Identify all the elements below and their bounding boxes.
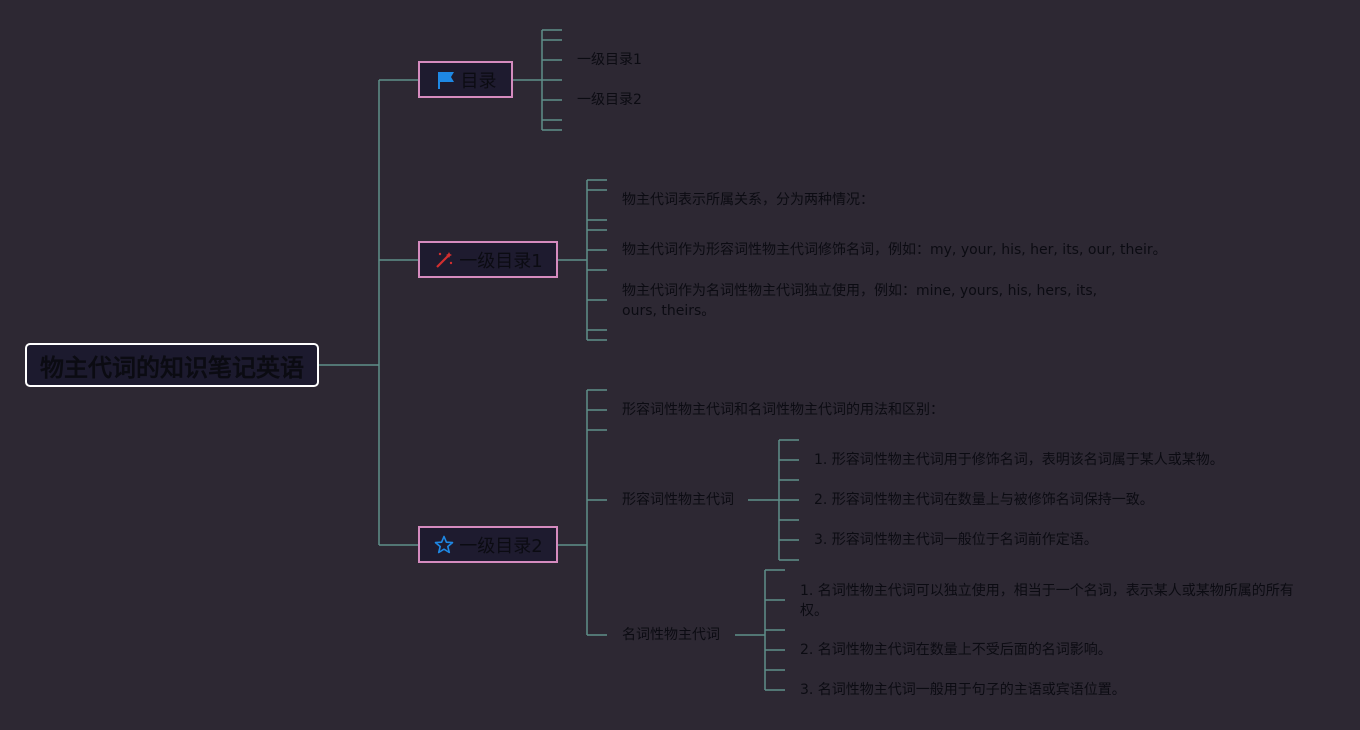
root-label: 物主代词的知识笔记英语 (40, 353, 304, 382)
adjective-item-2[interactable]: 2. 形容词性物主代词在数量上与被修饰名词保持一致。 (814, 492, 1154, 508)
level1-item-2[interactable]: 物主代词作为形容词性物主代词修饰名词，例如：my, your, his, her… (622, 242, 1167, 258)
toc-item-2[interactable]: 一级目录2 (577, 92, 642, 108)
noun-item-3[interactable]: 3. 名词性物主代词一般用于句子的主语或宾语位置。 (800, 682, 1126, 698)
magic-wand-icon (433, 249, 455, 271)
level1-item-3[interactable]: 物主代词作为名词性物主代词独立使用，例如：mine, yours, his, h… (622, 283, 1098, 319)
noun-item-2[interactable]: 2. 名词性物主代词在数量上不受后面的名词影响。 (800, 642, 1112, 658)
branch-toc[interactable]: 目录 (418, 61, 513, 98)
branch-level1[interactable]: 一级目录1 (418, 241, 558, 278)
branch-level1-label: 一级目录1 (459, 250, 543, 272)
level2-intro[interactable]: 形容词性物主代词和名词性物主代词的用法和区别： (622, 402, 944, 418)
noun-item-1[interactable]: 1. 名词性物主代词可以独立使用，相当于一个名词，表示某人或某物所属的所有权。 (800, 583, 1294, 619)
branch-level2-label: 一级目录2 (459, 535, 543, 557)
star-icon (433, 534, 455, 556)
adjective-label[interactable]: 形容词性物主代词 (622, 492, 734, 508)
adjective-item-1[interactable]: 1. 形容词性物主代词用于修饰名词，表明该名词属于某人或某物。 (814, 452, 1224, 468)
branch-level2[interactable]: 一级目录2 (418, 526, 558, 563)
adjective-item-3[interactable]: 3. 形容词性物主代词一般位于名词前作定语。 (814, 532, 1098, 548)
root-node[interactable]: 物主代词的知识笔记英语 (25, 343, 319, 387)
level1-item-1[interactable]: 物主代词表示所属关系，分为两种情况： (622, 192, 874, 208)
flag-icon (435, 69, 457, 91)
toc-item-1[interactable]: 一级目录1 (577, 52, 642, 68)
branch-toc-label: 目录 (460, 70, 497, 92)
noun-label[interactable]: 名词性物主代词 (622, 627, 720, 643)
